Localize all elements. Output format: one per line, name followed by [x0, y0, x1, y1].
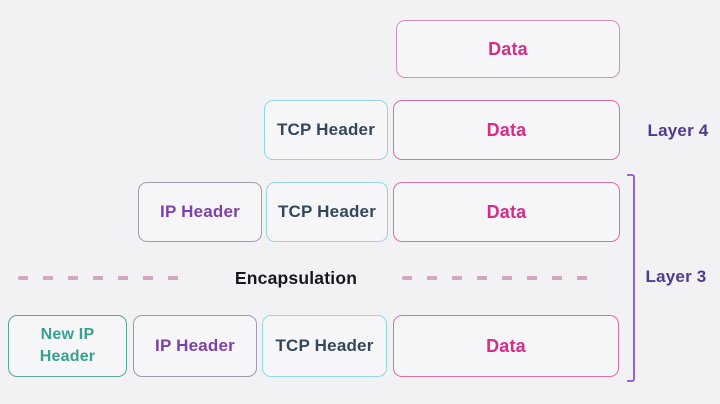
layer-4-label: Layer 4 — [647, 121, 709, 140]
data-box-row3: Data — [393, 182, 620, 242]
data-box-row1: Data — [396, 20, 620, 78]
layer-3-label: Layer 3 — [645, 267, 707, 286]
tcp-header-box-row2: TCP Header — [264, 100, 388, 160]
encapsulation-label: Encapsulation — [234, 268, 358, 288]
tcp-header-box-row3: TCP Header — [266, 182, 388, 242]
data-box-row4: Data — [393, 315, 619, 377]
data-box-row2: Data — [393, 100, 620, 160]
layer-3-bracket — [627, 174, 635, 382]
encapsulation-dashes-left — [18, 276, 192, 280]
encapsulation-dashes-right — [402, 276, 602, 280]
ip-header-box-row3: IP Header — [138, 182, 262, 242]
ip-header-box-row4: IP Header — [133, 315, 257, 377]
tcp-header-box-row4: TCP Header — [262, 315, 387, 377]
new-ip-header-box-row4: New IP Header — [8, 315, 127, 377]
